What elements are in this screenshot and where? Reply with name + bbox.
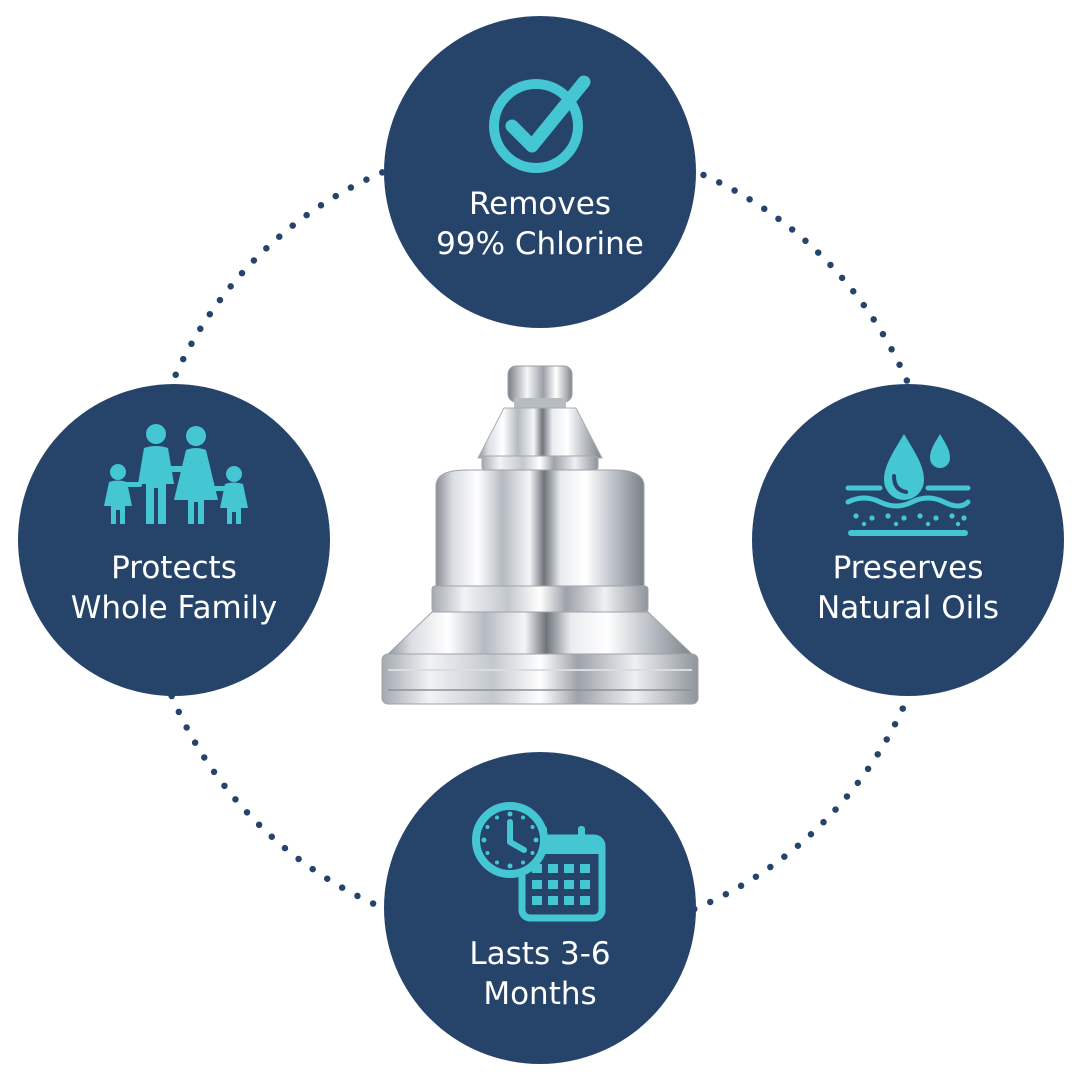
- clock-calendar-icon: [472, 802, 606, 922]
- feature-label-duration: Lasts 3-6 Months: [384, 934, 696, 1014]
- feature-label-line: Natural Oils: [817, 590, 999, 626]
- feature-label-line: Preserves: [832, 550, 984, 586]
- feature-label-line: Protects: [111, 550, 237, 586]
- feature-badge-family: Protects Whole Family: [18, 384, 330, 696]
- feature-label-family: Protects Whole Family: [18, 548, 330, 628]
- feature-label-chlorine: Removes 99% Chlorine: [384, 184, 696, 264]
- feature-label-line: Lasts 3-6: [469, 936, 611, 972]
- water-drops-skin-icon: [845, 434, 971, 536]
- feature-label-natural-oils: Preserves Natural Oils: [752, 548, 1064, 628]
- feature-badge-duration: Lasts 3-6 Months: [384, 752, 696, 1064]
- family-icon: [104, 424, 248, 524]
- feature-badge-natural-oils: Preserves Natural Oils: [752, 384, 1064, 696]
- shower-filter-product-image: [381, 365, 699, 705]
- feature-label-line: Whole Family: [70, 590, 278, 626]
- feature-badge-chlorine: Removes 99% Chlorine: [384, 16, 696, 328]
- feature-label-line: Months: [483, 976, 597, 1012]
- feature-label-line: Removes: [469, 186, 611, 222]
- checkmark-circle-icon: [489, 75, 591, 173]
- feature-label-line: 99% Chlorine: [436, 226, 644, 262]
